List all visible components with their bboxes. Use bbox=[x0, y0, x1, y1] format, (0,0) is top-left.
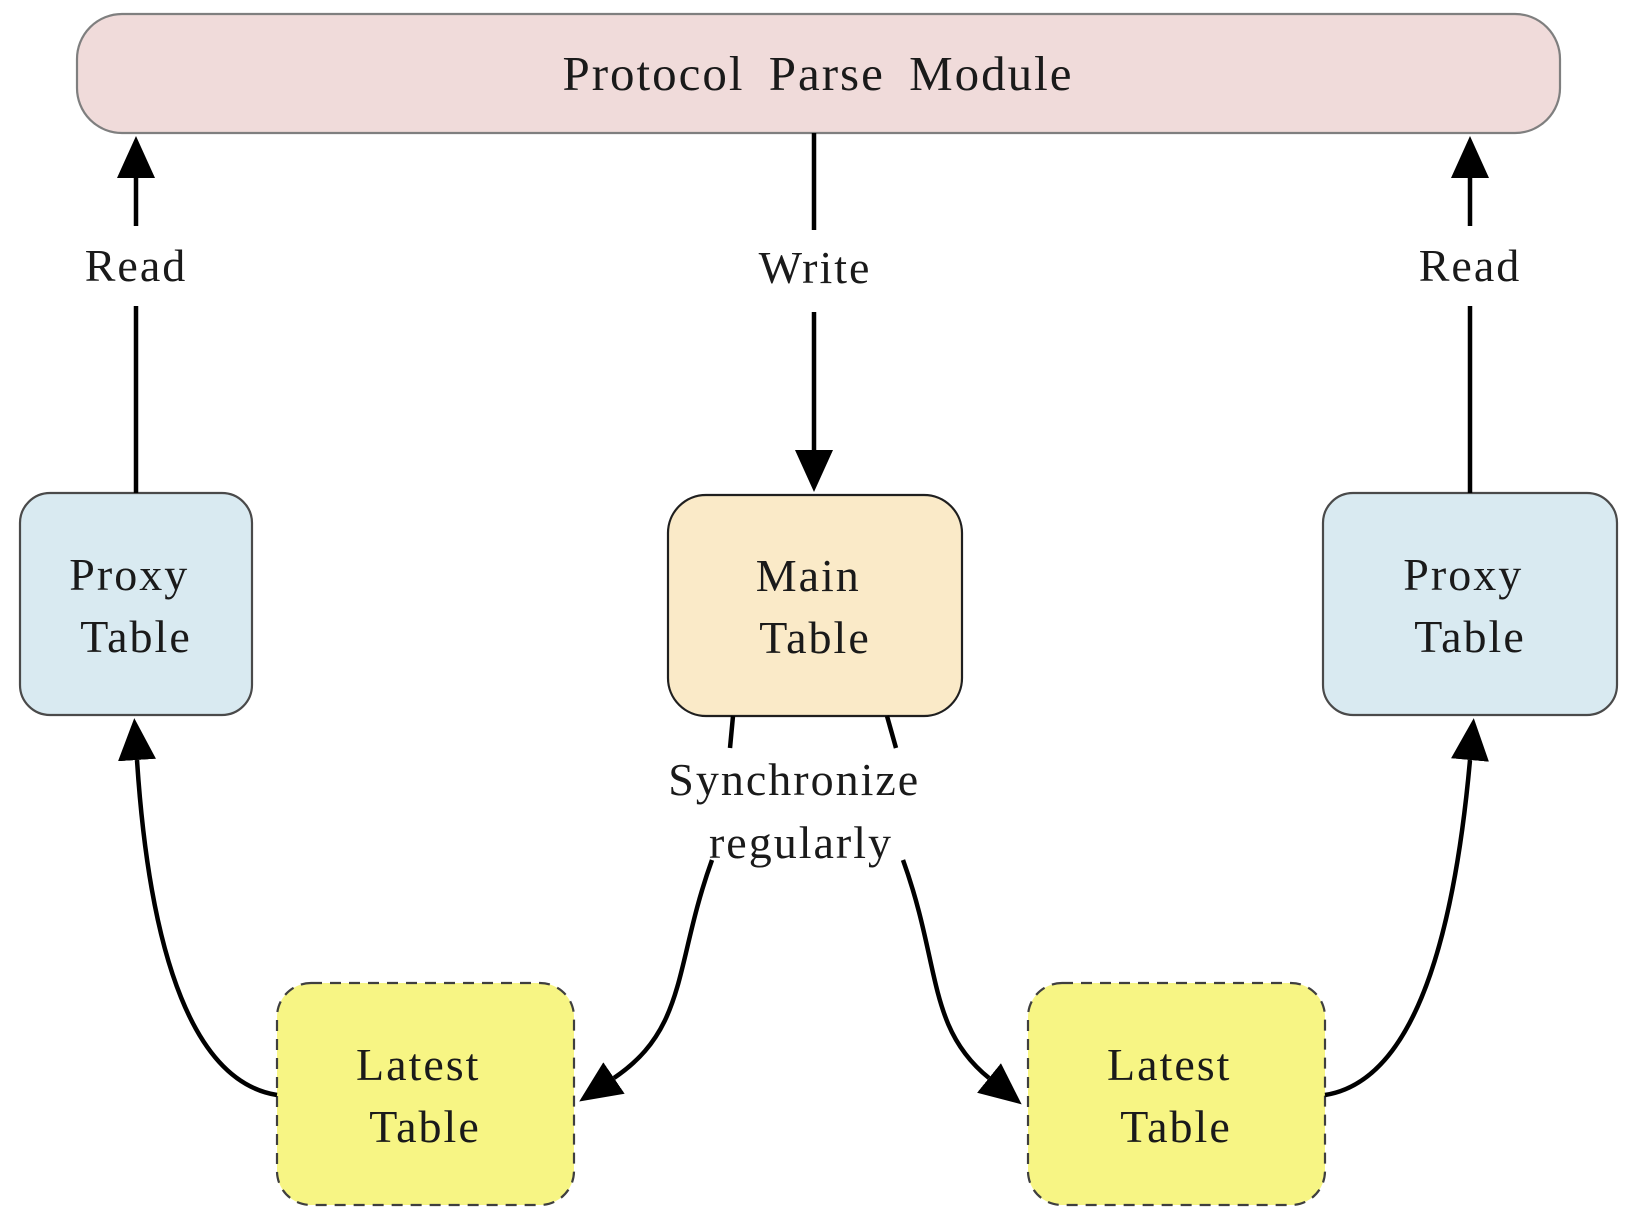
protocol-parse-module-node bbox=[75, 12, 1562, 135]
proxy-table-right-label: Proxy Table bbox=[1403, 549, 1536, 662]
latest-to-proxy-left-arrow bbox=[118, 718, 278, 1098]
proxy-table-left-node bbox=[18, 491, 254, 717]
main-table-label: Main Table bbox=[756, 550, 875, 663]
latest-to-proxy-right-arrow bbox=[1324, 718, 1489, 1098]
latest-table-right-label: Latest Table bbox=[1107, 1039, 1245, 1152]
write-label: Write bbox=[759, 242, 872, 293]
main-table-node bbox=[666, 493, 964, 718]
sync-label: Synchronize regularly bbox=[668, 754, 933, 868]
proxy-table-right-node bbox=[1321, 491, 1619, 717]
protocol-parse-module-label: Protocol Parse Module bbox=[562, 46, 1073, 101]
latest-table-left-node bbox=[275, 981, 576, 1207]
latest-table-right-node bbox=[1026, 981, 1327, 1207]
read-left-label: Read bbox=[85, 240, 188, 291]
sync-left-arrow bbox=[579, 715, 736, 1102]
read-right-label: Read bbox=[1419, 240, 1522, 291]
sync-right-arrow bbox=[884, 715, 1022, 1105]
proxy-table-left-label: Proxy Table bbox=[69, 549, 202, 662]
latest-table-left-label: Latest Table bbox=[356, 1039, 494, 1152]
